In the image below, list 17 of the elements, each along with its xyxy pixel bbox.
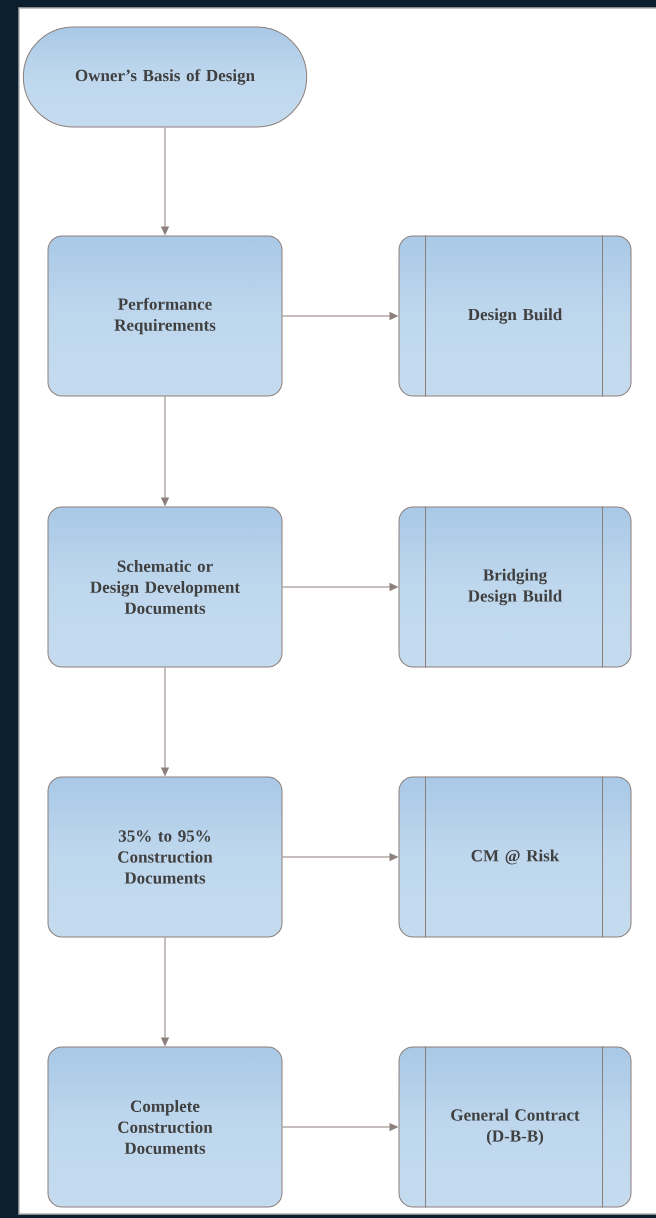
arrow <box>161 937 169 1046</box>
predefined-process-box: Design Build <box>398 235 632 397</box>
arrow <box>161 396 169 506</box>
arrow <box>161 667 169 776</box>
process-box: 35% to 95% Construction Documents <box>47 776 283 938</box>
process-box: Complete Construction Documents <box>47 1046 283 1208</box>
arrow <box>161 127 169 235</box>
arrow <box>282 583 398 591</box>
predefined-process-box: CM @ Risk <box>398 776 632 938</box>
process-box: Schematic or Design Development Documents <box>47 506 283 668</box>
start-terminal: Owner’s Basis of Design <box>22 26 308 128</box>
arrow <box>282 312 398 320</box>
predefined-process-box: Bridging Design Build <box>398 506 632 668</box>
predefined-process-box: General Contract (D-B-B) <box>398 1046 632 1208</box>
arrow <box>282 853 398 861</box>
process-box: Performance Requirements <box>47 235 283 397</box>
arrow <box>282 1123 398 1131</box>
